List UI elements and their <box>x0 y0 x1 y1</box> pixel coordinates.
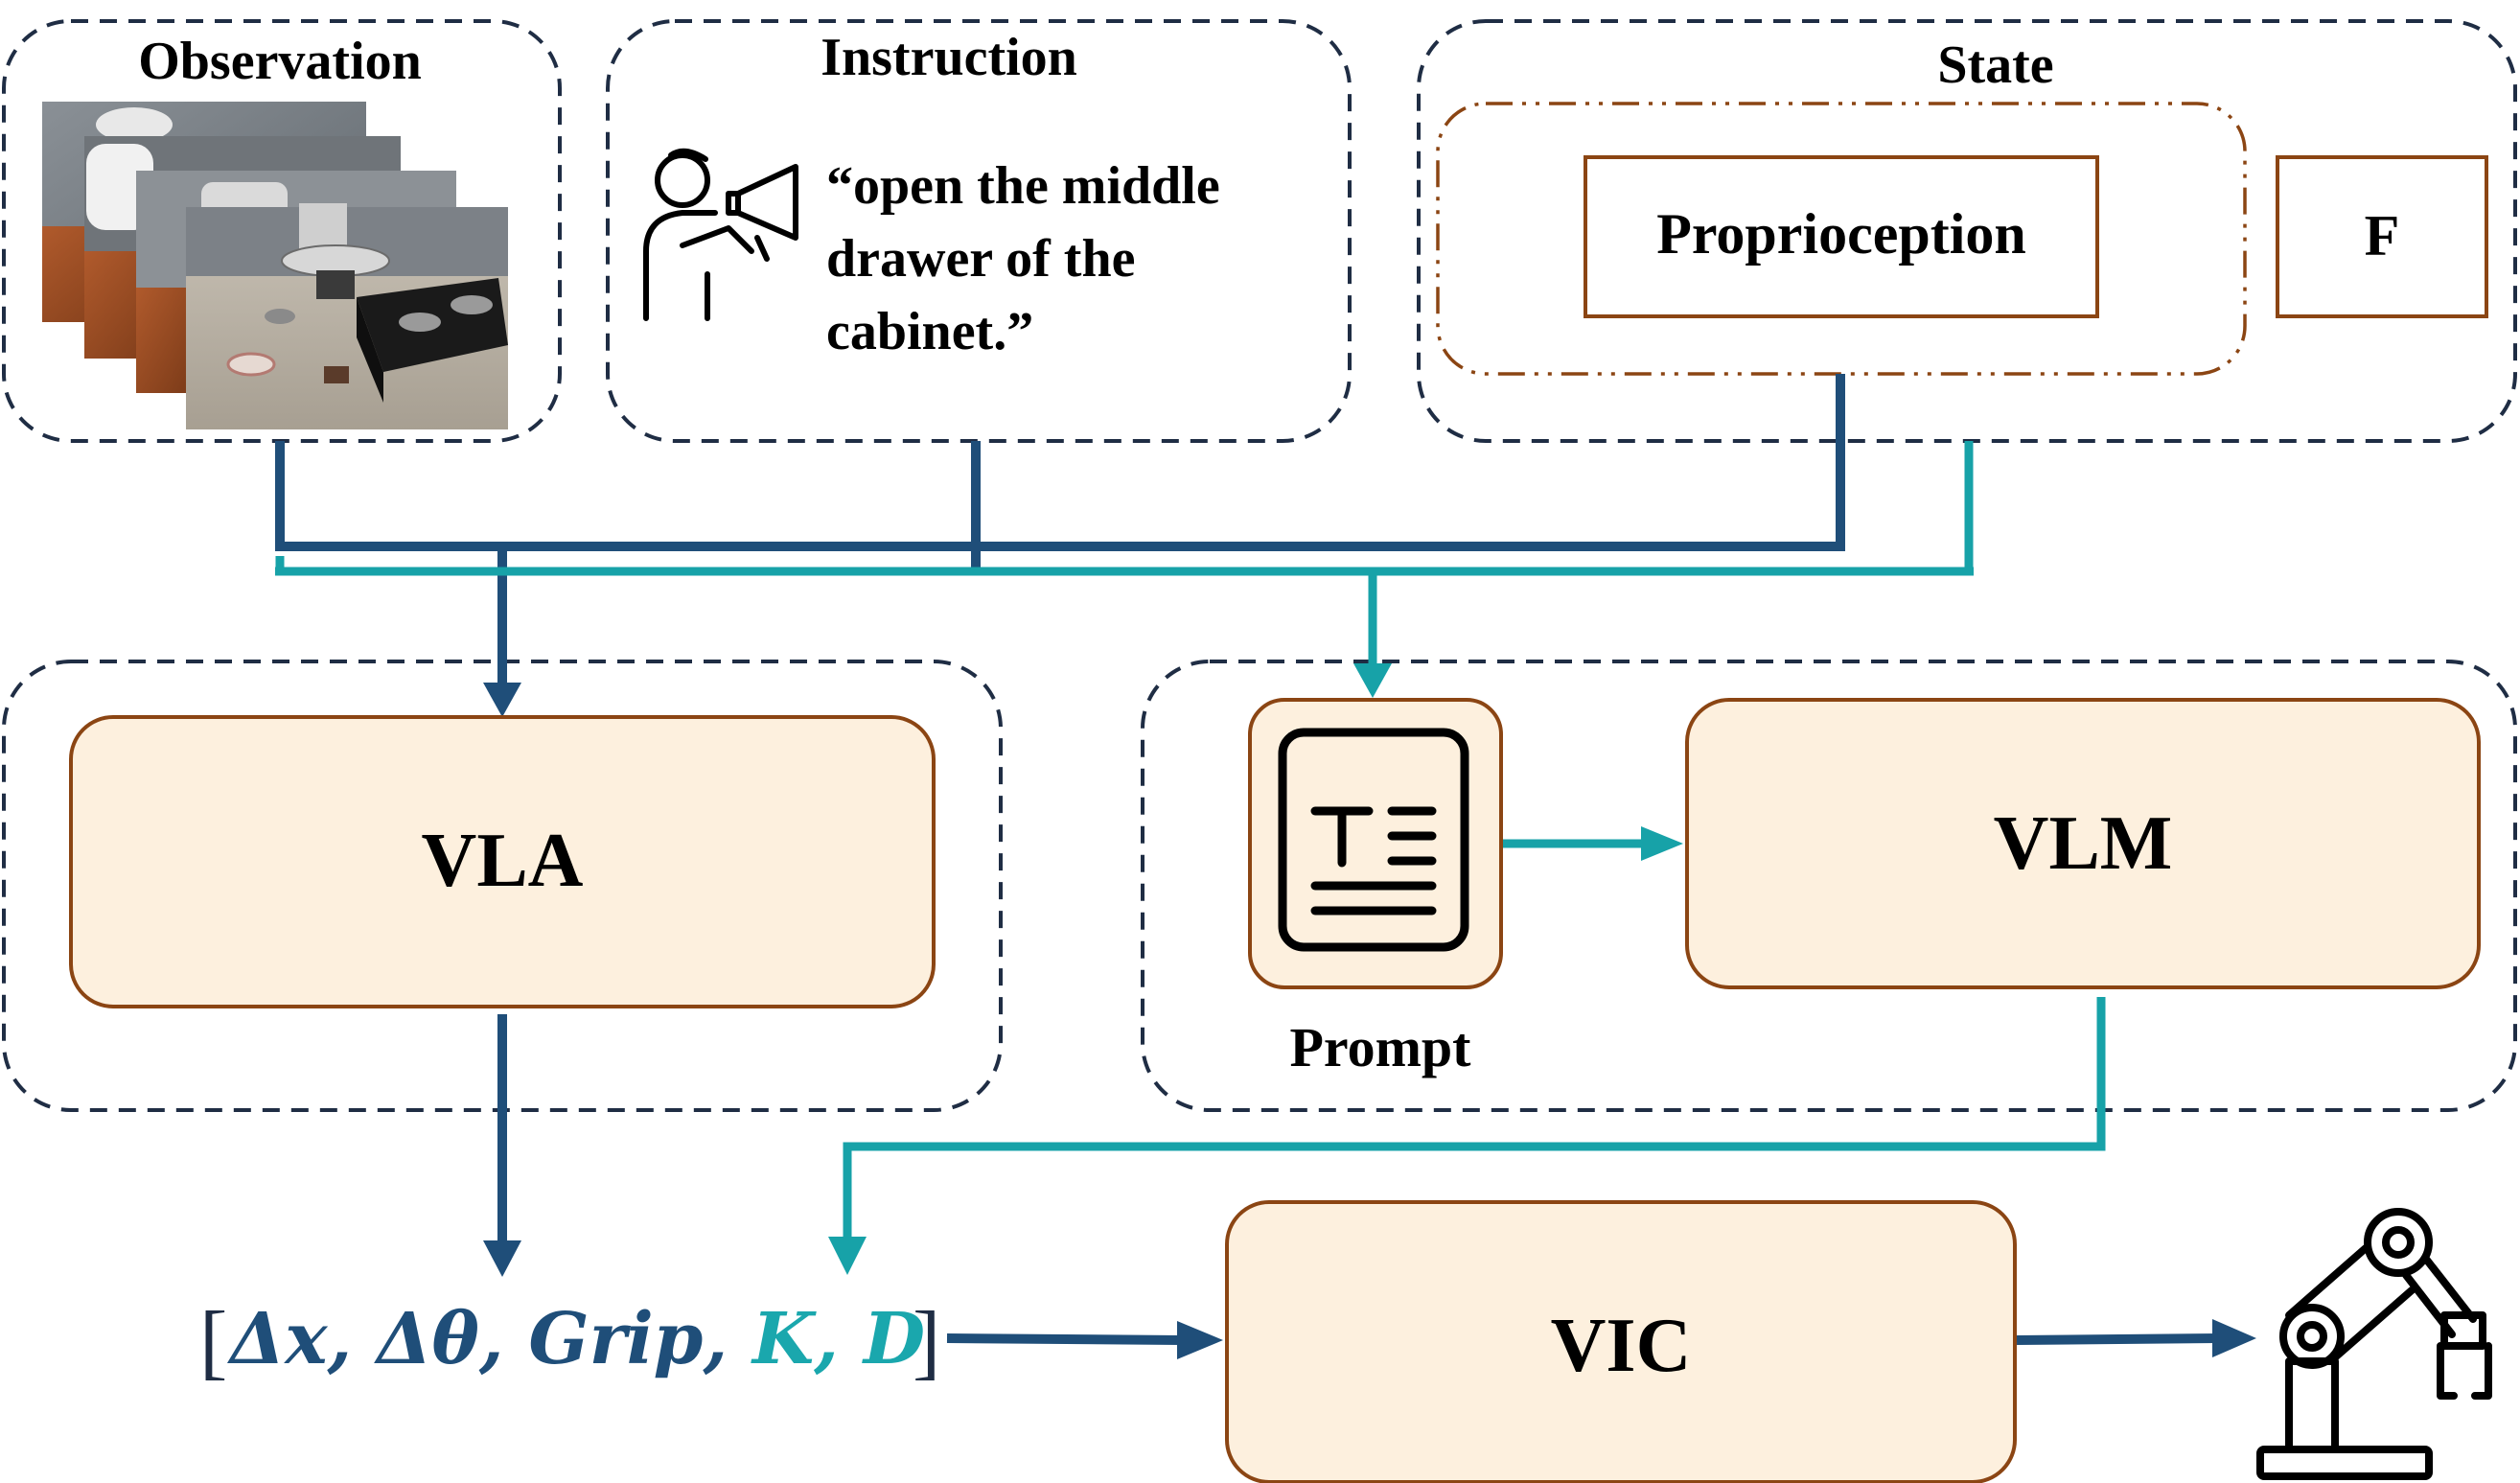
arrow-to-prompt <box>1353 663 1392 698</box>
action-vector-item-2: Δθ <box>373 1298 479 1380</box>
force-box <box>2276 155 2488 318</box>
instruction-line-2: drawer of the <box>826 229 1135 289</box>
arrow-to-vla <box>483 683 521 717</box>
action-vector-item-7: , <box>813 1298 864 1380</box>
action-vector-close-bracket: ] <box>913 1295 940 1388</box>
text-document-icon <box>1278 728 1469 952</box>
instruction-group <box>606 19 1352 443</box>
observation-image-stack <box>42 102 508 429</box>
action-vector-item-5: , <box>702 1298 752 1380</box>
arrow-to-vlm <box>1641 826 1683 861</box>
arrowheads <box>483 663 2256 1359</box>
state-title: State <box>1937 35 2053 95</box>
proprioception-dashdot-frame <box>1436 102 2247 376</box>
instruction-title: Instruction <box>821 28 1077 87</box>
vla-box <box>69 715 936 1008</box>
arrow-to-robot <box>2212 1319 2256 1357</box>
action-vector-item-3: , <box>478 1298 529 1380</box>
prompt-box <box>1248 698 1503 989</box>
arrow-from-vla <box>483 1240 521 1277</box>
vlm-label: VLM <box>1994 801 2173 886</box>
person-megaphone-icon <box>643 148 798 321</box>
proprioception-label: Proprioception <box>1656 202 2026 266</box>
action-vector-items: Δx, Δθ, Grip, K, D <box>226 1298 925 1380</box>
action-vector-item-4: Grip <box>528 1298 703 1380</box>
vla-label: VLA <box>422 819 584 903</box>
teal-connectors <box>275 441 2106 1239</box>
arrow-to-vic <box>1177 1321 1223 1359</box>
prompt-label: Prompt <box>1289 1016 1471 1078</box>
observation-title: Observation <box>138 32 422 91</box>
force-label: F <box>2365 204 2400 267</box>
action-vector-item-0: Δx <box>226 1298 328 1380</box>
instruction-text: “open the middle drawer of the cabinet.” <box>826 156 1234 361</box>
vlm-box <box>1685 698 2481 989</box>
action-vector-item-6: K <box>751 1298 817 1380</box>
arrow-from-vlm <box>828 1237 867 1275</box>
action-vector-open-bracket: [ <box>199 1295 227 1388</box>
vic-label: VIC <box>1551 1304 1692 1388</box>
action-vector-item-8: D <box>862 1298 925 1380</box>
instruction-line-1: “open the middle <box>826 156 1220 216</box>
instruction-line-3: cabinet.” <box>826 302 1033 361</box>
vic-box <box>1225 1200 2017 1483</box>
action-vector: [ Δx, Δθ, Grip, K, D ] <box>199 1295 940 1388</box>
proprioception-box <box>1584 155 2099 318</box>
action-vector-item-1: , <box>327 1298 378 1380</box>
vlm-group <box>1141 660 2517 1112</box>
robot-arm-icon <box>2256 1208 2492 1480</box>
